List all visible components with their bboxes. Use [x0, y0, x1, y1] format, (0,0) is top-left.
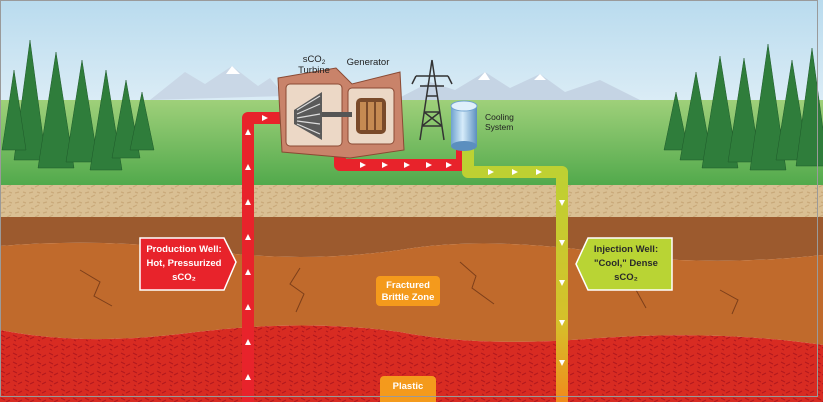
- svg-text:sCO₂: sCO₂: [614, 272, 638, 283]
- generator-label: Generator: [347, 57, 390, 68]
- svg-text:Fractured: Fractured: [386, 280, 430, 291]
- turbine-generator-unit: [277, 67, 405, 159]
- tree-cluster-right: [663, 43, 823, 171]
- injection-well-pipe: [462, 140, 568, 402]
- svg-text:Hot, Pressurized: Hot, Pressurized: [147, 258, 222, 269]
- svg-text:sCO₂: sCO₂: [172, 272, 196, 283]
- production-well-callout: Production Well: Hot, Pressurized sCO₂: [139, 237, 237, 291]
- svg-text:Production Well:: Production Well:: [146, 244, 221, 255]
- cooling-system-tank: [450, 100, 478, 151]
- svg-text:Plastic: Plastic: [393, 381, 424, 392]
- cooling-label-line1: Cooling: [485, 112, 514, 122]
- turbine-label-line2: Turbine: [298, 65, 330, 76]
- plastic-zone-label: Plastic: [380, 376, 436, 402]
- svg-text:"Cool," Dense: "Cool," Dense: [594, 258, 658, 269]
- turbine-label-line1: sCO2: [303, 54, 326, 66]
- turbine-icon: [294, 92, 352, 140]
- power-tower-icon: [411, 59, 453, 141]
- production-well-pipe: [242, 112, 290, 402]
- injection-well-callout: Injection Well: "Cool," Dense sCO₂: [575, 237, 673, 291]
- tree-cluster-left: [1, 39, 155, 171]
- svg-text:Brittle Zone: Brittle Zone: [382, 292, 435, 303]
- fractured-zone-label: Fractured Brittle Zone: [376, 276, 440, 306]
- mountain-range: [150, 66, 640, 100]
- svg-text:Injection Well:: Injection Well:: [594, 244, 658, 255]
- generator-icon: [356, 98, 386, 134]
- cooling-label-line2: System: [485, 122, 513, 132]
